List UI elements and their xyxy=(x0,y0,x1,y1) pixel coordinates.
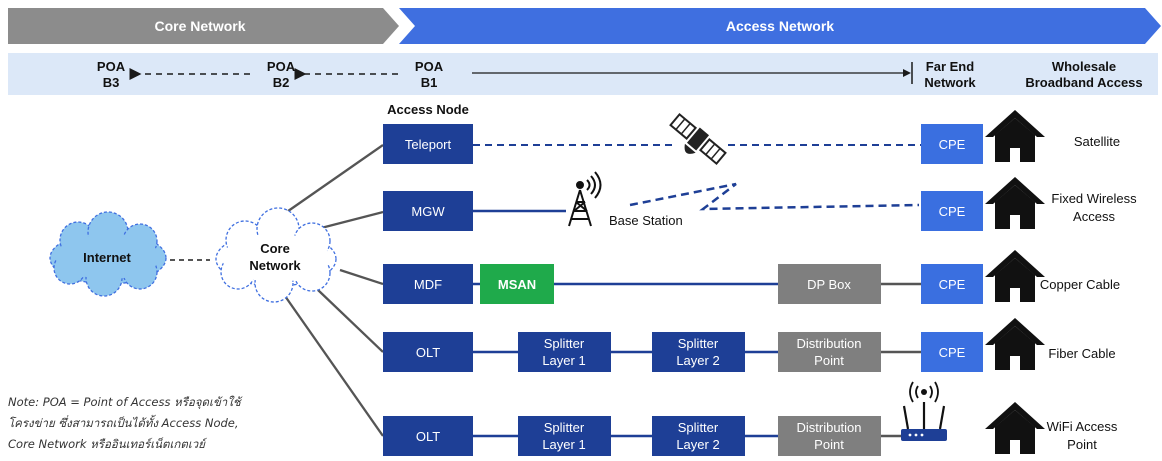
core-network-header xyxy=(8,8,399,44)
cpe-fiber-label: CPE xyxy=(939,345,966,360)
poa-band xyxy=(8,53,1158,95)
wifi-row-label-line2: Point xyxy=(1067,437,1097,452)
msan-label: MSAN xyxy=(498,277,536,292)
wireless-link xyxy=(629,182,920,211)
poa-b1-line2: B1 xyxy=(421,75,438,90)
cpe-copper xyxy=(921,264,983,304)
internet-cloud xyxy=(49,211,167,297)
house-icon-fiber xyxy=(985,318,1045,370)
splitter2-wifi-line1: Splitter xyxy=(678,420,719,435)
wholesale-line2: Broadband Access xyxy=(1025,75,1142,90)
splitter2-wifi-line2: Layer 2 xyxy=(676,437,719,452)
msan-node xyxy=(480,264,554,304)
satellite-row-label: Satellite xyxy=(1074,134,1120,149)
distribution-point-fiber xyxy=(778,332,881,372)
satellite-icon xyxy=(669,112,727,166)
dist-fiber-line1: Distribution xyxy=(796,336,861,351)
splitter2-fiber-line1: Splitter xyxy=(678,336,719,351)
base-station-icon xyxy=(568,171,602,227)
dist-wifi-line1: Distribution xyxy=(796,420,861,435)
core-network-cloud-line1: Core xyxy=(260,241,290,256)
house-icon-copper xyxy=(985,250,1045,302)
mgw-label: MGW xyxy=(411,204,445,219)
far-end-line2: Network xyxy=(924,75,976,90)
dp-box-label: DP Box xyxy=(807,277,851,292)
splitter-layer2-fiber xyxy=(652,332,745,372)
poa-b1-arrowhead xyxy=(903,69,911,77)
mgw-node xyxy=(383,191,473,231)
internet-label: Internet xyxy=(83,250,131,265)
cpe-copper-label: CPE xyxy=(939,277,966,292)
poa-b1-line1: POA xyxy=(415,59,444,74)
splitter1-fiber-line2: Layer 1 xyxy=(542,353,585,368)
dp-box-node xyxy=(778,264,881,304)
splitter-layer1-fiber xyxy=(518,332,611,372)
wholesale-line1: Wholesale xyxy=(1052,59,1116,74)
distribution-point-wifi xyxy=(778,416,881,456)
splitter-layer2-wifi xyxy=(652,416,745,456)
cpe-fixed-wireless-label: CPE xyxy=(939,204,966,219)
footnote-line2: โครงข่าย ซึ่งสามารถเป็นได้ทั้ง Access No… xyxy=(8,416,239,430)
far-end-line1: Far End xyxy=(926,59,974,74)
base-station-label: Base Station xyxy=(609,213,683,228)
core-network-header-label: Core Network xyxy=(154,18,245,34)
link-core-mdf xyxy=(339,268,384,286)
fixed-wireless-row-label-line1: Fixed Wireless xyxy=(1051,191,1137,206)
dist-wifi-line2: Point xyxy=(814,437,844,452)
cpe-fiber xyxy=(921,332,983,372)
house-icon-satellite xyxy=(985,110,1045,162)
access-network-header xyxy=(399,8,1161,44)
teleport-node xyxy=(383,124,473,164)
splitter1-wifi-line2: Layer 1 xyxy=(542,437,585,452)
olt-fiber-label: OLT xyxy=(416,345,440,360)
poa-b2-line2: B2 xyxy=(273,75,290,90)
poa-b3-line2: B3 xyxy=(103,75,120,90)
core-network-cloud-line2: Network xyxy=(249,258,301,273)
mdf-node xyxy=(383,264,473,304)
splitter-layer1-wifi xyxy=(518,416,611,456)
house-icon-wifi xyxy=(985,402,1045,454)
olt-node-wifi xyxy=(383,416,473,456)
olt-wifi-label: OLT xyxy=(416,429,440,444)
poa-b2-line1: POA xyxy=(267,59,296,74)
poa-b3-line1: POA xyxy=(97,59,126,74)
mdf-label: MDF xyxy=(414,277,442,292)
footnote: Note: POA = Point of Access หรือจุดเข้าใ… xyxy=(8,392,288,455)
footnote-line1: Note: POA = Point of Access หรือจุดเข้าใ… xyxy=(8,395,241,409)
cpe-satellite xyxy=(921,124,983,164)
access-node-title: Access Node xyxy=(387,102,469,117)
olt-node-fiber xyxy=(383,332,473,372)
fixed-wireless-row-label-line2: Access xyxy=(1073,209,1115,224)
link-core-olt2 xyxy=(284,295,384,437)
footnote-line3: Core Network หรืออินเทอร์เน็ตเกตเวย์ xyxy=(8,437,205,451)
dist-fiber-line2: Point xyxy=(814,353,844,368)
link-core-olt1 xyxy=(317,289,384,353)
wifi-router-icon xyxy=(901,381,947,441)
splitter1-fiber-line1: Splitter xyxy=(544,336,585,351)
teleport-label: Teleport xyxy=(405,137,452,152)
house-icon-fixed-wireless xyxy=(985,177,1045,229)
copper-row-label: Copper Cable xyxy=(1040,277,1120,292)
wifi-row-label-line1: WiFi Access xyxy=(1047,419,1118,434)
cpe-fixed-wireless xyxy=(921,191,983,231)
splitter2-fiber-line2: Layer 2 xyxy=(676,353,719,368)
cpe-satellite-label: CPE xyxy=(939,137,966,152)
core-network-cloud xyxy=(215,207,337,303)
access-network-header-label: Access Network xyxy=(726,18,834,34)
fiber-row-label: Fiber Cable xyxy=(1048,346,1115,361)
splitter1-wifi-line1: Splitter xyxy=(544,420,585,435)
